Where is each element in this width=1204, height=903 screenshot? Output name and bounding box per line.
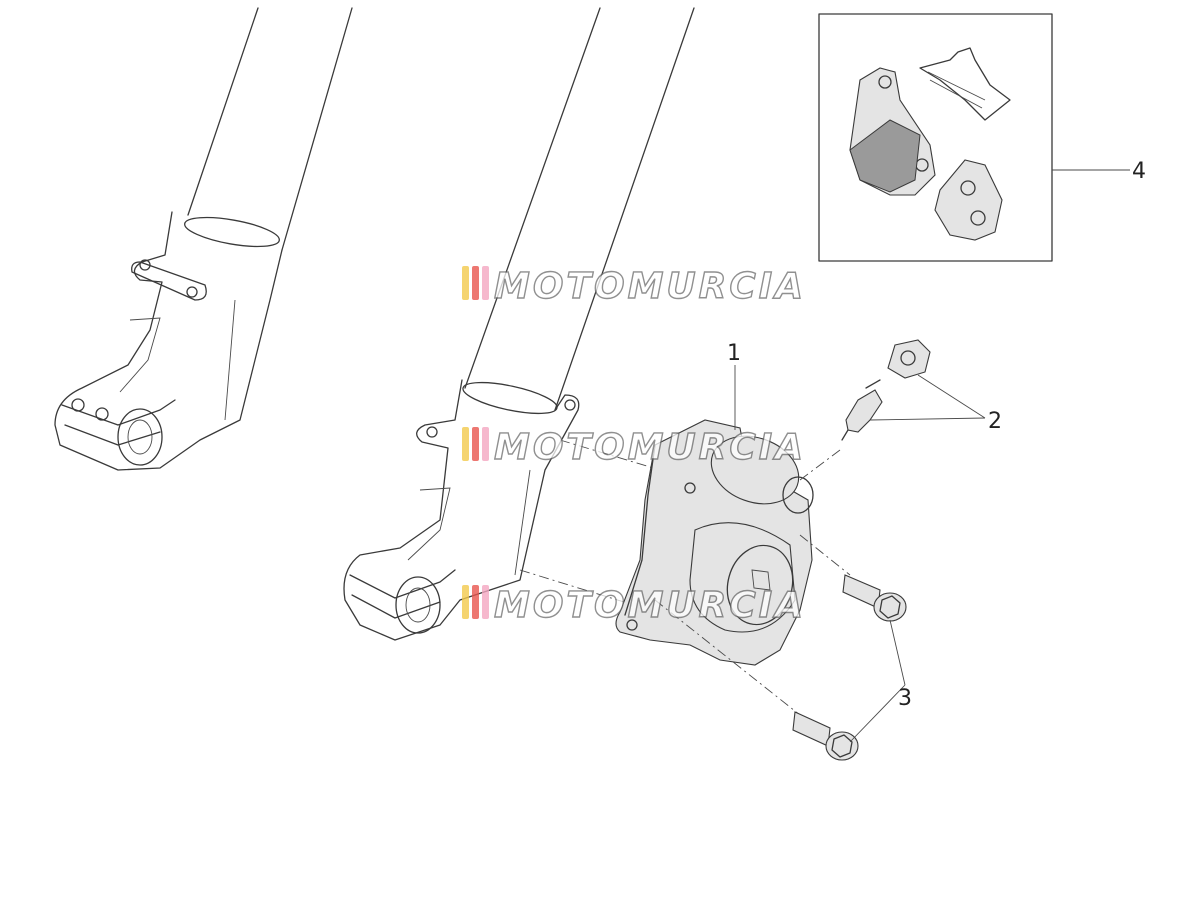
watermark-stripe bbox=[472, 427, 479, 461]
caliper-bolts bbox=[792, 574, 907, 761]
watermark-stripe bbox=[462, 427, 469, 461]
watermark-stripe bbox=[462, 585, 469, 619]
watermark-top: MOTOMURCIA bbox=[462, 265, 806, 308]
watermark-stripe bbox=[472, 266, 479, 300]
watermark-stripe bbox=[482, 585, 489, 619]
brake-pads-kit bbox=[818, 13, 1053, 262]
watermark-stripe bbox=[482, 427, 489, 461]
watermark-text: MOTOMURCIA bbox=[494, 266, 806, 307]
left-fork-leg bbox=[54, 7, 353, 471]
callout-1: 1 bbox=[727, 341, 741, 366]
watermark-middle: MOTOMURCIA bbox=[462, 426, 806, 469]
callout-3: 3 bbox=[898, 686, 912, 711]
watermark-stripe bbox=[472, 585, 479, 619]
watermark-stripe bbox=[482, 266, 489, 300]
callout-2: 2 bbox=[988, 409, 1002, 434]
watermark-bottom: MOTOMURCIA bbox=[462, 584, 806, 627]
watermark-text: MOTOMURCIA bbox=[494, 427, 806, 468]
leader-lines bbox=[734, 169, 1130, 743]
watermark-stripe bbox=[462, 266, 469, 300]
brake-caliper bbox=[615, 419, 851, 716]
right-fork-leg bbox=[343, 7, 695, 641]
bleeder-valve-and-cap bbox=[799, 339, 931, 481]
watermark-text: MOTOMURCIA bbox=[494, 585, 806, 626]
callout-4: 4 bbox=[1132, 159, 1146, 184]
